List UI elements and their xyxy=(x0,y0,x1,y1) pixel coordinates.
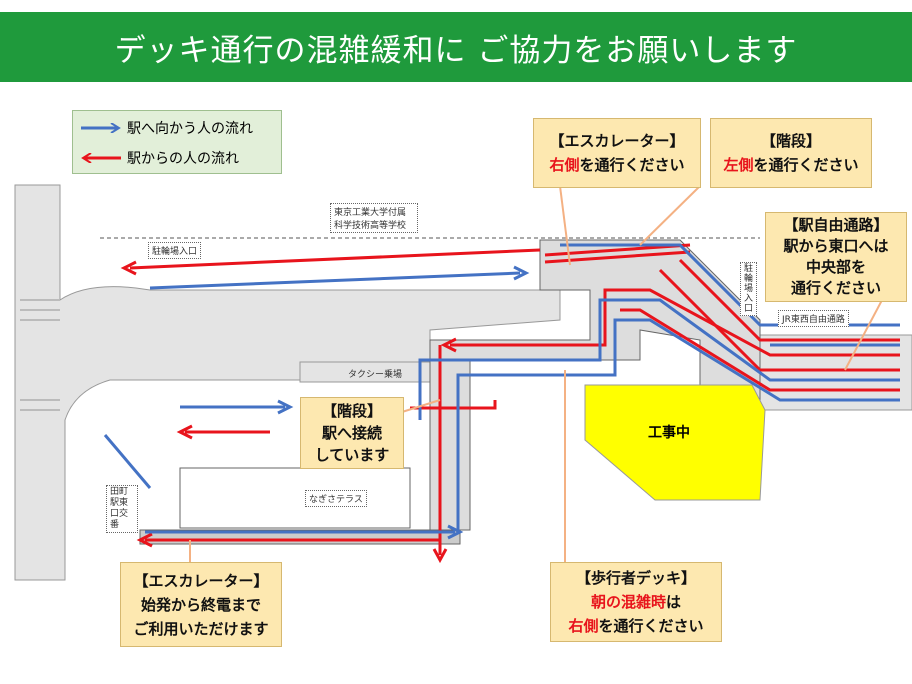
construction-label: 工事中 xyxy=(648,425,690,441)
callout-deck: 【歩行者デッキ】 朝の混雑時は 右側を通行ください xyxy=(550,562,722,642)
road-base xyxy=(14,184,912,581)
text: を通行ください xyxy=(598,617,704,635)
map-label-bike-entrance: 駐輪場入口 xyxy=(148,242,202,259)
callout-text: しています xyxy=(314,446,390,464)
legend-item-from-station: 駅からの人の流れ xyxy=(81,145,281,171)
callout-stairs-mid: 【階段】 駅へ接続 しています xyxy=(300,397,404,469)
callout-text: 駅から東口へは xyxy=(783,237,889,255)
page-title: デッキ通行の混雑緩和に ご協力をお願いします xyxy=(0,12,912,82)
highlight: 朝の混雑時 xyxy=(590,593,666,611)
construction-area xyxy=(584,384,766,501)
text: を通行ください xyxy=(579,156,685,174)
map-label-bike-entrance-right: 駐輪場入口 xyxy=(740,262,757,316)
legend-label: 駅からの人の流れ xyxy=(127,151,239,167)
callout-text: 右側を通行ください xyxy=(534,153,700,177)
text: は xyxy=(666,593,682,611)
legend-item-to-station: 駅へ向かう人の流れ xyxy=(81,115,281,141)
callout-text: ご利用いただけます xyxy=(133,619,269,638)
callout-text: 通行ください xyxy=(790,279,881,297)
legend: 駅へ向かう人の流れ 駅からの人の流れ xyxy=(72,110,282,174)
highlight: 左側 xyxy=(723,156,754,174)
crosswalk xyxy=(20,299,60,411)
text: を通行ください xyxy=(753,156,859,174)
callout-text: 左側を通行ください xyxy=(711,153,871,177)
callout-escalator-top: 【エスカレーター】 右側を通行ください xyxy=(533,118,701,188)
blue-arrow-icon xyxy=(81,123,121,133)
legend-label: 駅へ向かう人の流れ xyxy=(127,121,253,137)
callout-title: 【エスカレーター】 xyxy=(549,132,685,150)
map-label-jr-passage: JR東西自由通路 xyxy=(778,310,849,327)
callout-title: 【階段】 xyxy=(760,132,821,150)
map-label-nagisa: なぎさテラス xyxy=(305,490,367,507)
map-label-taxi: タクシー乗場 xyxy=(348,370,403,380)
callout-title: 【駅自由通路】 xyxy=(783,216,889,234)
callout-stairs-top: 【階段】 左側を通行ください xyxy=(710,118,872,188)
callout-text: 右側を通行ください xyxy=(551,614,721,638)
map-label-koban: 田町駅東口交番 xyxy=(106,485,138,533)
red-arrow-icon xyxy=(81,153,121,163)
callout-escalator-bottom: 【エスカレーター】 始発から終電まで ご利用いただけます xyxy=(120,562,282,647)
callout-title: 【歩行者デッキ】 xyxy=(575,569,696,587)
highlight: 右側 xyxy=(568,617,599,635)
callout-title: 【エスカレーター】 xyxy=(133,571,269,590)
callout-text: 朝の混雑時は xyxy=(551,590,721,614)
callout-text: 始発から終電まで xyxy=(140,595,261,614)
callout-text: 駅へ接続 xyxy=(321,424,382,442)
highlight: 右側 xyxy=(549,156,580,174)
callout-free-passage: 【駅自由通路】 駅から東口へは 中央部を 通行ください xyxy=(765,212,907,302)
map-label-school: 東京工業大学付属 科学技術高等学校 xyxy=(330,203,418,233)
callout-text: 中央部を xyxy=(805,258,866,276)
callout-title: 【階段】 xyxy=(321,402,382,420)
